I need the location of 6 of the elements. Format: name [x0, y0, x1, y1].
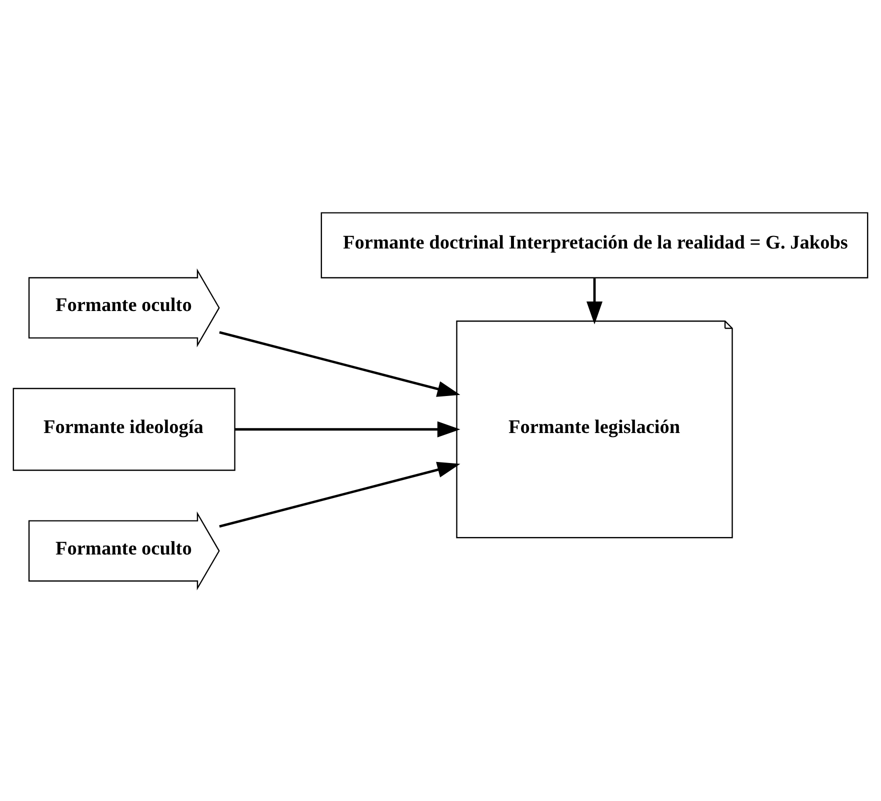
arrow	[219, 331, 460, 397]
arrow	[235, 421, 460, 438]
arrow	[586, 278, 602, 324]
node-box: Formante ideología	[12, 388, 236, 471]
node-box: Formante doctrinal Interpretación de la realidad = G. Jakobs	[320, 212, 868, 278]
arrow	[219, 462, 460, 528]
